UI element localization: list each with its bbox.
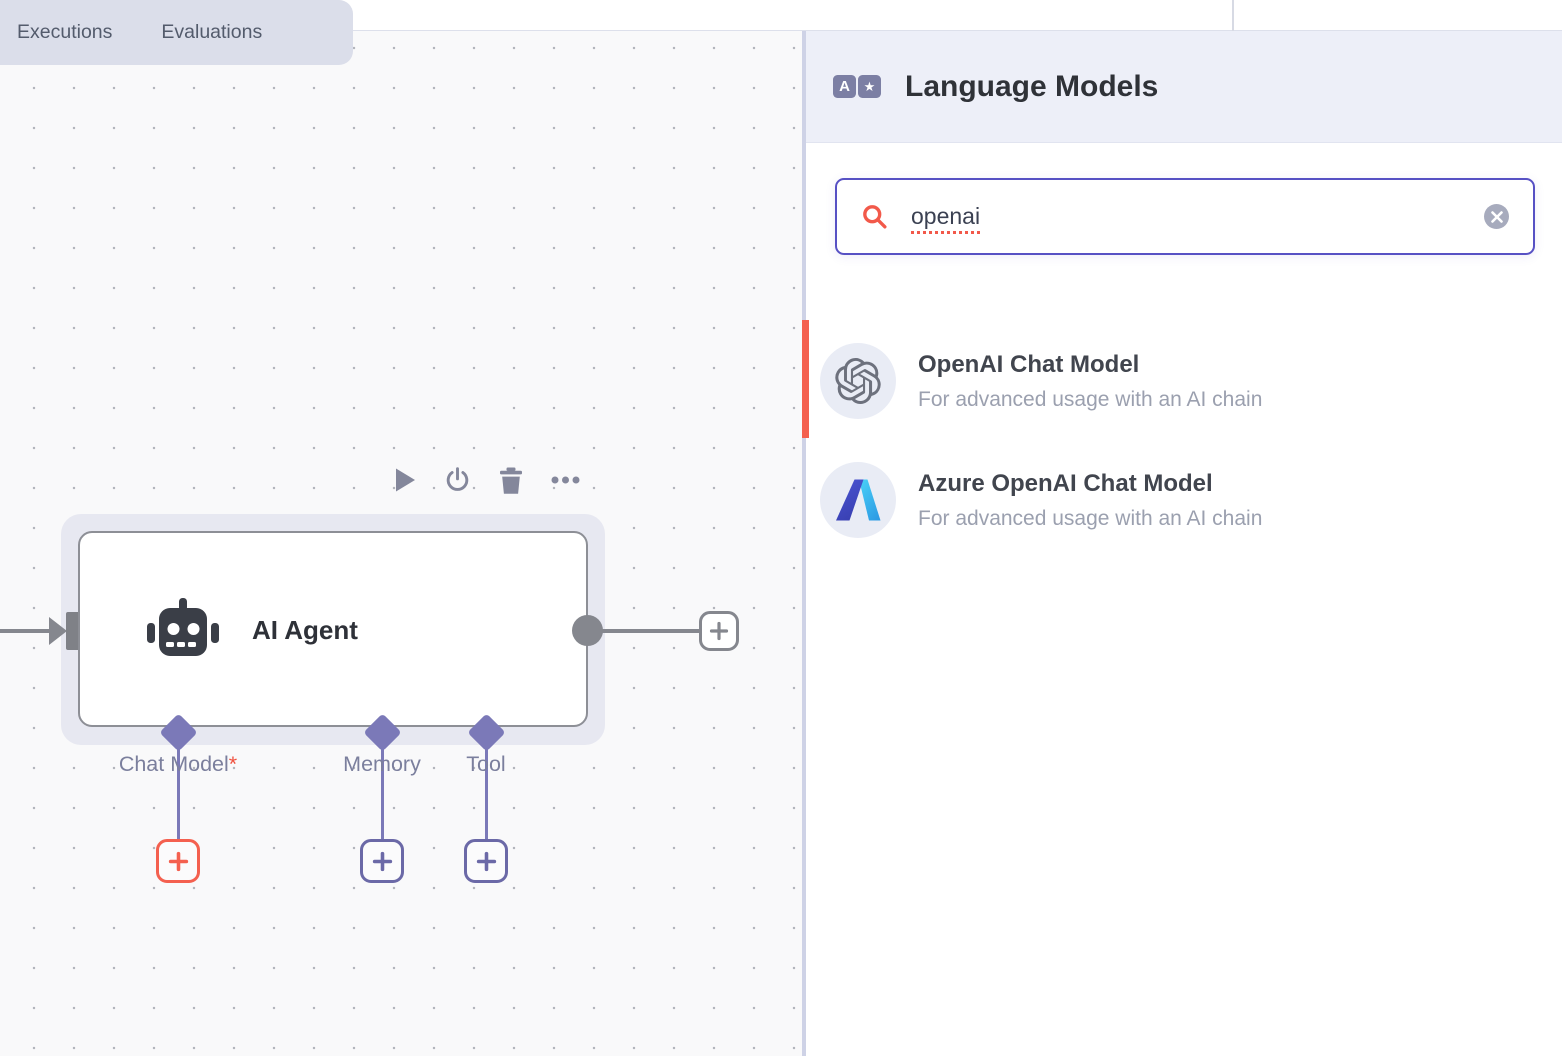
topbar-divider [1232,0,1234,31]
robot-icon [146,598,220,665]
memory-label: Memory [343,752,421,776]
panel-title: Language Models [905,69,1159,103]
tool-label: Tool [466,752,506,776]
panel-header: A ★ Language Models [806,31,1562,143]
search-input[interactable]: openai [835,178,1535,255]
item-description: For advanced usage with an AI chain [918,506,1263,530]
chat-model-connection-line [176,744,180,840]
selected-item-accent-bar [802,320,809,438]
output-connection-line [600,629,700,633]
tab-bar: Executions Evaluations [0,0,353,65]
item-title: OpenAI Chat Model [918,350,1140,378]
search-icon [861,203,888,230]
node-output-endpoint[interactable] [572,615,603,646]
input-arrow-icon [49,616,67,645]
tool-connection-line [484,744,488,840]
node-title: AI Agent [252,615,358,645]
input-connection-line [0,629,51,633]
tab-executions[interactable]: Executions [17,21,113,43]
trash-icon[interactable] [499,467,523,494]
list-item-text: OpenAI Chat Model For advanced usage wit… [918,351,1262,412]
item-title: Azure OpenAI Chat Model [918,469,1213,497]
clear-search-icon[interactable] [1484,204,1509,229]
add-tool-button[interactable] [464,839,508,883]
list-item-text: Azure OpenAI Chat Model For advanced usa… [918,470,1262,531]
chat-model-label: Chat Model* [118,752,238,776]
nodes-panel: A ★ Language Models openai [806,31,1562,1056]
ellipsis-icon[interactable] [551,476,580,484]
openai-logo [820,343,896,419]
list-item-azure-openai-chat-model[interactable]: Azure OpenAI Chat Model For advanced usa… [820,462,1262,538]
item-description: For advanced usage with an AI chain [918,387,1263,411]
add-node-button[interactable] [699,611,739,651]
panel-divider [802,31,806,1056]
required-marker: * [228,752,238,776]
power-icon[interactable] [444,466,471,494]
list-item-openai-chat-model[interactable]: OpenAI Chat Model For advanced usage wit… [820,343,1262,419]
azure-logo [820,462,896,538]
play-icon[interactable] [394,467,416,493]
translate-icon: A ★ [833,75,881,98]
add-memory-button[interactable] [360,839,404,883]
add-chat-model-button[interactable] [156,839,200,883]
node-toolbar [394,465,580,495]
search-value: openai [911,203,981,229]
memory-connection-line [380,744,384,840]
tab-evaluations[interactable]: Evaluations [161,21,263,43]
